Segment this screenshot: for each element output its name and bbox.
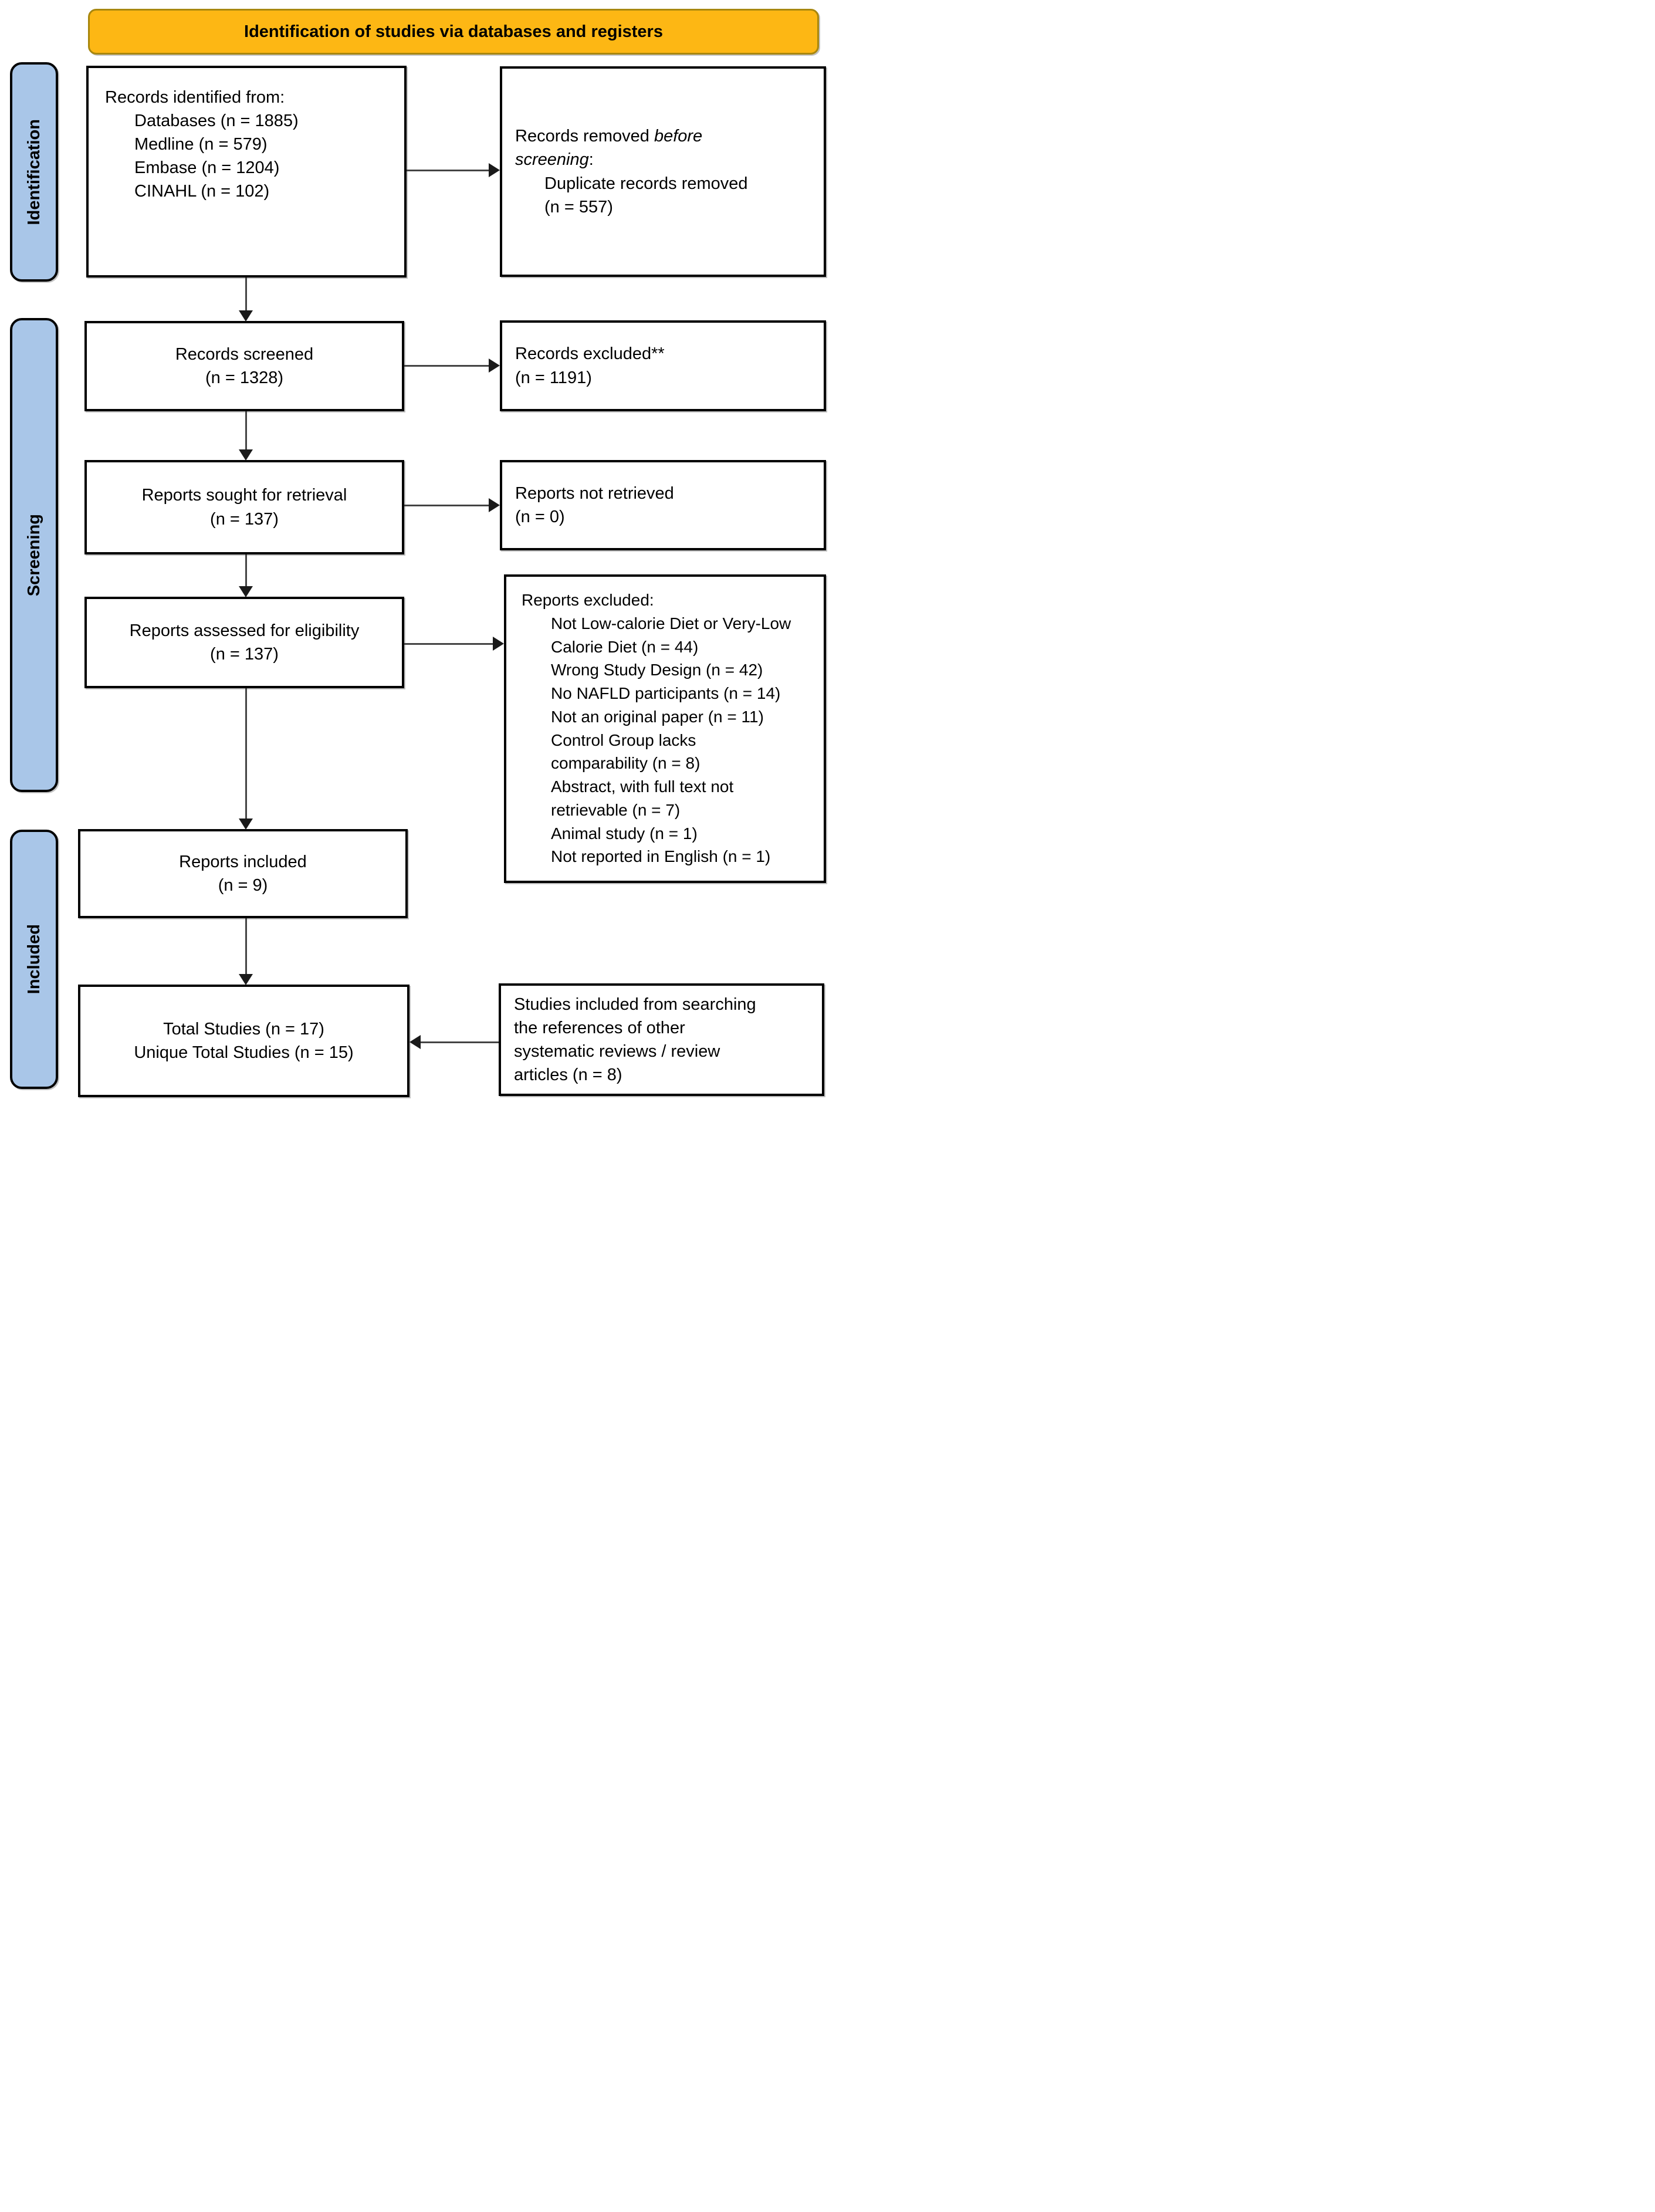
records-removed-title-italic: before screening: [515, 127, 703, 170]
arrow-right-icon: [489, 358, 500, 373]
total-studies-line1: Total Studies (n = 17): [163, 1019, 324, 1039]
records-removed-item: Duplicate records removed (n = 557): [544, 174, 748, 217]
box-records-removed: Records removed before screening: Duplic…: [500, 66, 826, 277]
stage-label-identification-text: Identification: [24, 119, 43, 225]
box-records-excluded: Records excluded** (n = 1191): [500, 320, 826, 411]
reports-excluded-reason: Not an original paper (n = 11): [551, 707, 764, 726]
reports-excluded-reason: Not reported in English (n = 1): [551, 847, 771, 866]
reports-excluded-reason: Not Low-calorie Diet or Very-Low Calorie…: [551, 614, 791, 656]
records-identified-item: Medline (n = 579): [134, 135, 268, 154]
records-screened-count: (n = 1328): [205, 368, 283, 387]
box-reports-included: Reports included (n = 9): [78, 829, 408, 918]
records-identified-title: Records identified from:: [105, 88, 285, 107]
arrow-down-icon: [239, 586, 253, 597]
stage-label-identification: Identification: [10, 62, 58, 282]
arrow-assessed-to-included-line: [245, 688, 247, 818]
records-removed-title-suffix: :: [588, 150, 594, 170]
box-records-identified: Records identified from: Databases (n = …: [86, 66, 407, 278]
arrow-sought-to-not-retrieved-line: [404, 505, 489, 506]
box-records-screened: Records screened (n = 1328): [84, 321, 404, 411]
arrow-down-icon: [239, 974, 253, 985]
arrow-down-icon: [239, 449, 253, 461]
reports-assessed-label: Reports assessed for eligibility: [129, 621, 360, 640]
diagram-title-banner: Identification of studies via databases …: [88, 9, 819, 55]
box-reports-not-retrieved: Reports not retrieved (n = 0): [500, 460, 826, 550]
box-reports-assessed: Reports assessed for eligibility (n = 13…: [84, 597, 404, 688]
reports-excluded-reason: No NAFLD participants (n = 14): [551, 684, 781, 702]
arrow-right-icon: [489, 498, 500, 512]
records-screened-label: Records screened: [175, 344, 314, 364]
records-removed-title-prefix: Records removed: [515, 127, 654, 146]
records-excluded-label: Records excluded**: [515, 344, 665, 364]
box-studies-from-references: Studies included from searching the refe…: [499, 983, 824, 1096]
arrow-right-icon: [489, 163, 500, 177]
records-identified-item: Embase (n = 1204): [134, 158, 280, 178]
arrow-screened-to-excluded-line: [404, 365, 489, 367]
stage-label-screening: Screening: [10, 318, 58, 792]
arrow-sought-to-assessed-line: [245, 554, 247, 586]
box-total-studies: Total Studies (n = 17) Unique Total Stud…: [78, 985, 409, 1097]
arrow-screened-to-sought-line: [245, 411, 247, 449]
studies-from-references-text: Studies included from searching the refe…: [514, 995, 756, 1085]
prisma-flow-diagram: Identification of studies via databases …: [0, 0, 827, 1106]
box-reports-excluded: Reports excluded: Not Low-calorie Diet o…: [504, 574, 826, 883]
arrow-assessed-to-excluded-line: [404, 643, 493, 645]
box-reports-sought: Reports sought for retrieval (n = 137): [84, 460, 404, 554]
arrow-references-to-total-line: [420, 1041, 499, 1043]
reports-sought-count: (n = 137): [210, 509, 279, 529]
reports-sought-label: Reports sought for retrieval: [141, 486, 347, 505]
reports-excluded-reason: Animal study (n = 1): [551, 824, 698, 843]
arrow-left-icon: [409, 1035, 421, 1049]
records-excluded-count: (n = 1191): [515, 368, 592, 387]
arrow-right-icon: [493, 637, 504, 651]
reports-included-label: Reports included: [179, 852, 307, 871]
reports-included-count: (n = 9): [218, 876, 268, 895]
arrow-identified-to-screened-line: [245, 278, 247, 310]
reports-excluded-reason: Wrong Study Design (n = 42): [551, 661, 763, 679]
arrow-down-icon: [239, 818, 253, 830]
reports-excluded-reason: Control Group lacks comparability (n = 8…: [551, 730, 700, 773]
total-studies-line2: Unique Total Studies (n = 15): [134, 1043, 354, 1062]
records-identified-item: Databases (n = 1885): [134, 111, 299, 131]
stage-label-included-text: Included: [24, 924, 43, 995]
stage-label-included: Included: [10, 830, 58, 1089]
arrow-down-icon: [239, 310, 253, 322]
diagram-title: Identification of studies via databases …: [244, 22, 663, 41]
reports-excluded-title: Reports excluded:: [522, 591, 654, 609]
arrow-identified-to-removed-line: [407, 170, 489, 171]
reports-excluded-reason: Abstract, with full text not retrievable…: [551, 777, 734, 819]
reports-not-retrieved-count: (n = 0): [515, 508, 565, 526]
records-removed-title: Records removed before screening:: [515, 124, 811, 171]
records-identified-item: CINAHL (n = 102): [134, 182, 270, 201]
stage-label-screening-text: Screening: [24, 513, 43, 597]
reports-not-retrieved-label: Reports not retrieved: [515, 483, 674, 503]
arrow-included-to-total-line: [245, 918, 247, 974]
reports-assessed-count: (n = 137): [210, 645, 279, 664]
